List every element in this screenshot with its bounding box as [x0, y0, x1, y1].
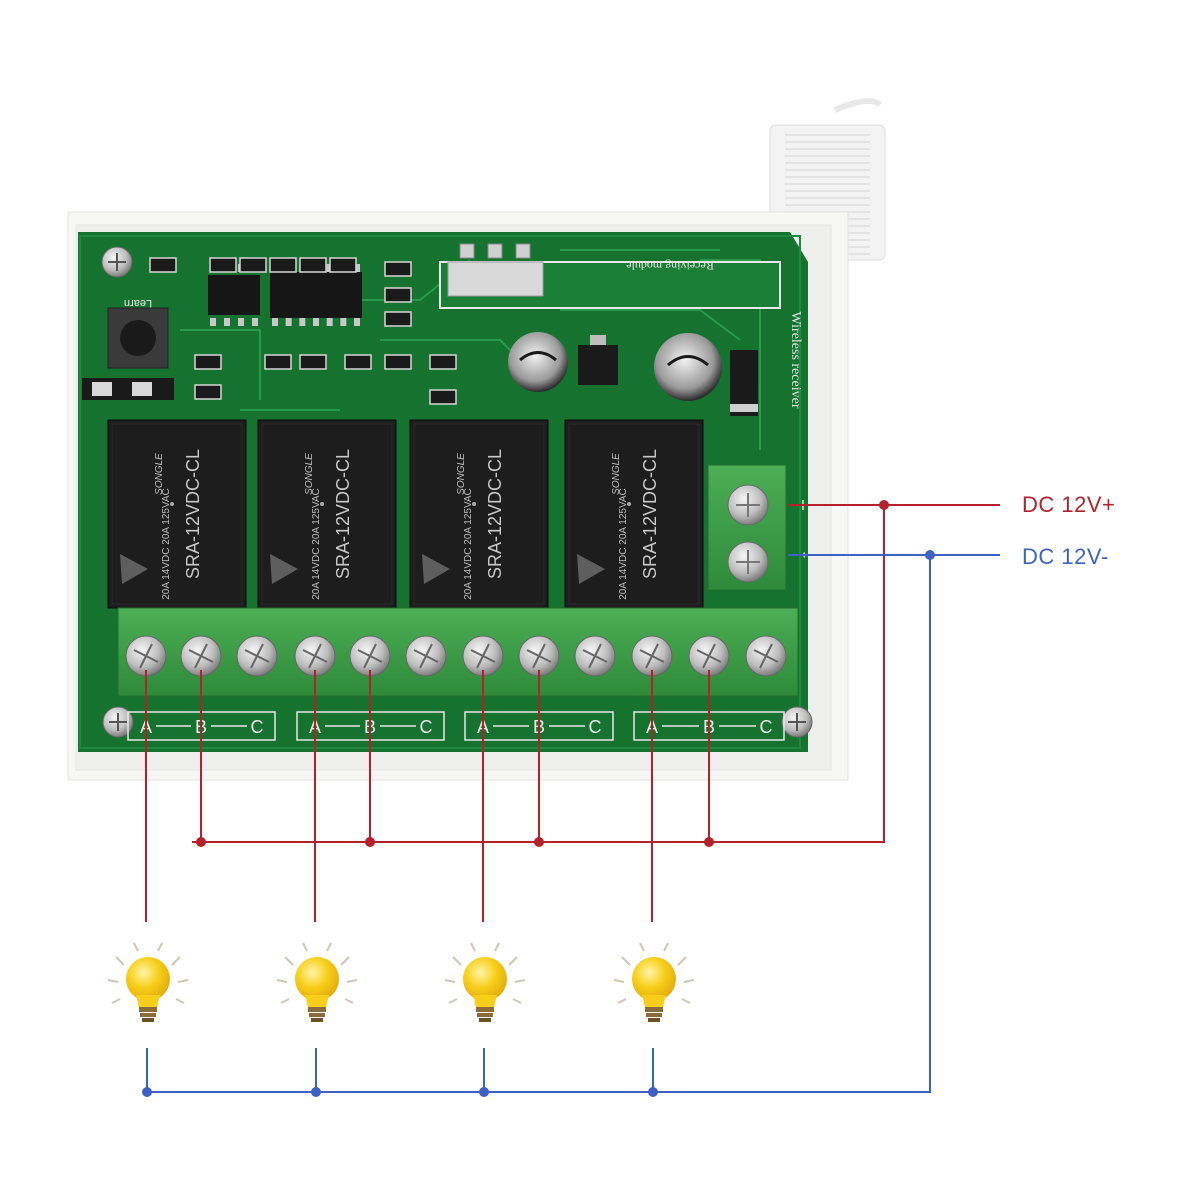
junction-dot — [311, 1087, 321, 1097]
relay-brand-text: SONGLE — [154, 453, 165, 495]
relay-brand-text: SONGLE — [611, 453, 622, 495]
junction-dot — [534, 837, 544, 847]
junction-dot — [925, 550, 935, 560]
terminal-screw-8 — [518, 635, 560, 677]
terminal-screw-2 — [180, 635, 222, 677]
relay-rating-text: 20A 14VDC 20A 125VAC — [618, 488, 629, 600]
terminal-screw-3 — [236, 635, 278, 677]
terminal-screw-11 — [688, 635, 730, 677]
relay-rating-text: 20A 14VDC 20A 125VAC — [311, 488, 322, 600]
output-terminal-strip — [117, 607, 799, 697]
relay-brand-text: SONGLE — [304, 453, 315, 495]
relay-rating-text: 20A 14VDC 20A 125VAC — [161, 488, 172, 600]
junction-dot — [479, 1087, 489, 1097]
terminal-screw-1 — [125, 635, 167, 677]
dc-positive-label: DC 12V+ — [1022, 492, 1116, 517]
relay-model-text: SRA-12VDC-CL — [183, 449, 203, 579]
terminal-screw-9 — [574, 635, 616, 677]
junction-dot — [196, 837, 206, 847]
light-bulb-icon — [444, 942, 526, 1022]
terminal-screw-12 — [745, 635, 787, 677]
terminal-label-c: C — [589, 717, 602, 737]
side-label: Wireless receiver — [788, 312, 803, 409]
junction-dot — [879, 500, 889, 510]
terminal-label-c: C — [760, 717, 773, 737]
terminal-screw-6 — [405, 635, 447, 677]
terminal-label-c: C — [420, 717, 433, 737]
lamps — [107, 942, 695, 1022]
junction-dot — [142, 1087, 152, 1097]
module-label: Receiving module — [626, 259, 714, 273]
learn-label: Learn — [124, 297, 152, 309]
dc-negative-label: DC 12V- — [1022, 544, 1109, 569]
light-bulb-icon — [107, 942, 189, 1022]
terminal-screw-5 — [349, 635, 391, 677]
power-input-terminal: + - — [707, 464, 816, 591]
relay-model-text: SRA-12VDC-CL — [333, 449, 353, 579]
junction-dot — [648, 1087, 658, 1097]
junction-dot — [704, 837, 714, 847]
relay-brand-text: SONGLE — [456, 453, 467, 495]
light-bulb-icon — [613, 942, 695, 1022]
light-bulb-icon — [276, 942, 358, 1022]
relay-model-text: SRA-12VDC-CL — [640, 449, 660, 579]
relay-rating-text: 20A 14VDC 20A 125VAC — [463, 488, 474, 600]
relay-model-text: SRA-12VDC-CL — [485, 449, 505, 579]
terminal-label-c: C — [251, 717, 264, 737]
wires — [142, 500, 1000, 1097]
junction-dot — [365, 837, 375, 847]
wire-negative-bus — [147, 555, 931, 1093]
